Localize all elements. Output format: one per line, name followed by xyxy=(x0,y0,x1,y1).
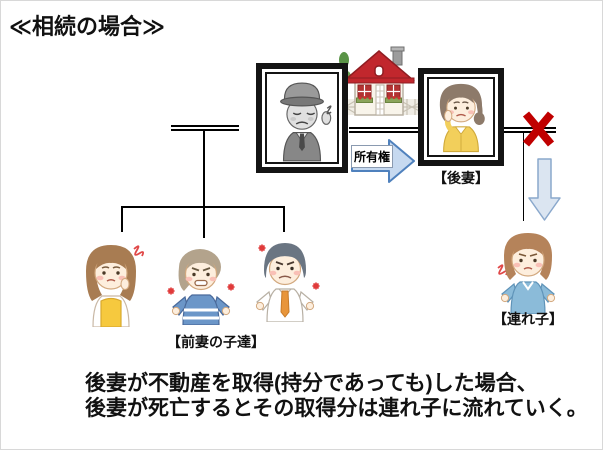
second-wife-label: 【後妻】 xyxy=(433,170,489,186)
inheritance-arrow-icon xyxy=(528,158,561,222)
drop-line-right xyxy=(283,206,285,232)
ownership-label: 所有権 xyxy=(351,145,393,168)
drop-line-left xyxy=(121,206,123,232)
caption-line-2: 後妻が死亡するとその取得分は連れ子に流れていく。 xyxy=(85,397,588,420)
page-title: ≪相続の場合≫ xyxy=(9,14,166,39)
deceased-husband-icon xyxy=(280,82,332,162)
second-marriage-line xyxy=(349,127,419,133)
first-wife-children-label: 【前妻の子達】 xyxy=(167,334,265,350)
first-wife-child-2-icon xyxy=(163,239,238,325)
descent-line-center xyxy=(203,130,205,238)
first-wife-child-3-icon xyxy=(248,234,322,322)
x-mark-icon xyxy=(520,107,557,151)
second-wife-portrait xyxy=(418,68,504,166)
first-wife-child-1-icon xyxy=(74,237,148,327)
stepchild-label: 【連れ子】 xyxy=(493,311,563,327)
second-wife-icon xyxy=(439,83,485,153)
caption: 後妻が不動産を取得(持分であっても)した場合、 後妻が死亡するとその取得分は連れ… xyxy=(85,371,588,421)
first-marriage-line xyxy=(171,125,239,131)
house-icon xyxy=(335,43,423,125)
stepchild-descent-line xyxy=(523,132,524,221)
stepchild-icon xyxy=(490,224,567,314)
previous-marriage-line xyxy=(502,127,556,133)
caption-line-1: 後妻が不動産を取得(持分であっても)した場合、 xyxy=(85,372,538,395)
deceased-husband-portrait xyxy=(256,63,348,173)
sibling-bar xyxy=(121,206,285,208)
